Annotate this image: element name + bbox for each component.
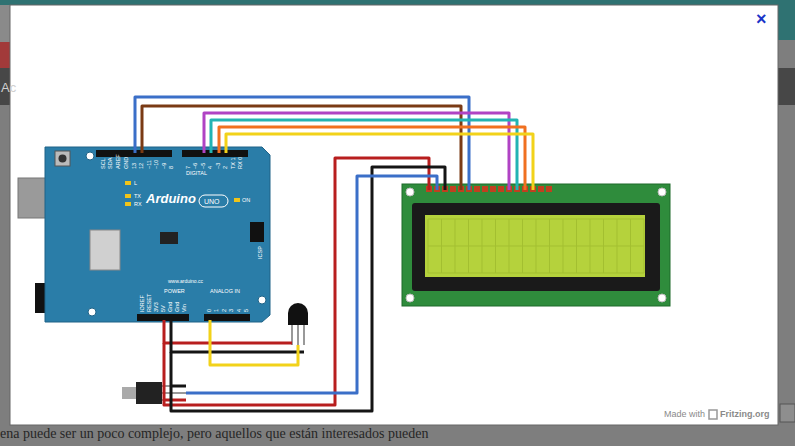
pin-label: 7 — [186, 166, 192, 169]
pin-label: 5 — [244, 309, 250, 312]
lcd-pin — [498, 186, 504, 192]
pin-label: RESET — [147, 294, 153, 312]
pin-label: 4 — [208, 166, 214, 169]
pin-label: ~5 — [201, 163, 207, 169]
watermark: Fritzing.org — [720, 410, 770, 419]
header-label: ICSP — [258, 246, 264, 259]
lcd-grid-line — [428, 219, 644, 220]
board-label: POWER — [164, 289, 185, 295]
page-nav-text: Ac — [1, 81, 16, 94]
led-label: L — [134, 181, 137, 187]
pin-label: 2 — [223, 166, 229, 169]
pin-label: 2 — [222, 309, 228, 312]
pin-label: Vin — [182, 304, 188, 312]
pin-label: RX 0 — [238, 157, 244, 169]
pin-label: SCL — [101, 158, 107, 169]
pin-label: 0 — [207, 309, 213, 312]
pin-label: Gnd — [175, 302, 181, 312]
lcd-pin — [490, 186, 496, 192]
pin-label: 3 — [229, 309, 235, 312]
pin-label: 1 — [214, 309, 220, 312]
lcd-grid-line — [428, 246, 644, 247]
pin-label: ~10 — [154, 160, 160, 169]
pin-label: Gnd — [168, 302, 174, 312]
led-label: TX — [134, 194, 141, 200]
pin-label: ~6 — [193, 163, 199, 169]
pin-label: 5V — [161, 305, 167, 312]
board-label: DIGITAL — [186, 171, 207, 177]
board-model: UNO — [204, 198, 220, 205]
lcd-pin — [474, 186, 480, 192]
pin-label: AREF — [116, 154, 122, 169]
led-label: RX — [134, 202, 142, 208]
pin-label: SDA — [108, 158, 114, 169]
lcd-pin — [546, 186, 552, 192]
lcd-grid-line — [428, 273, 644, 274]
board-logo: Arduino — [146, 192, 196, 205]
pin-label: 4 — [237, 309, 243, 312]
pin-label: 8 — [169, 166, 175, 169]
pin-label: GND — [124, 157, 130, 169]
led-label: ON — [242, 198, 250, 204]
pin-label: TX 1 — [231, 157, 237, 169]
watermark: Made with — [664, 410, 705, 419]
lcd-pin — [482, 186, 488, 192]
close-button: × — [756, 10, 767, 28]
pin-label: ~11 — [147, 160, 153, 169]
pin-label: IOREF — [140, 295, 146, 312]
lcd-pin — [538, 186, 544, 192]
board-label: ANALOG IN — [210, 289, 240, 295]
board-url: www.arduino.cc — [168, 279, 203, 284]
pin-label: ~9 — [162, 163, 168, 169]
pin-label: ~3 — [216, 163, 222, 169]
pin-label: 12 — [139, 163, 145, 169]
pin-label: 13 — [132, 163, 138, 169]
pin-label: 3V3 — [154, 302, 160, 312]
lcd-pin — [450, 186, 456, 192]
page-body-text: ena puede ser un poco complejo, pero aqu… — [0, 427, 428, 441]
